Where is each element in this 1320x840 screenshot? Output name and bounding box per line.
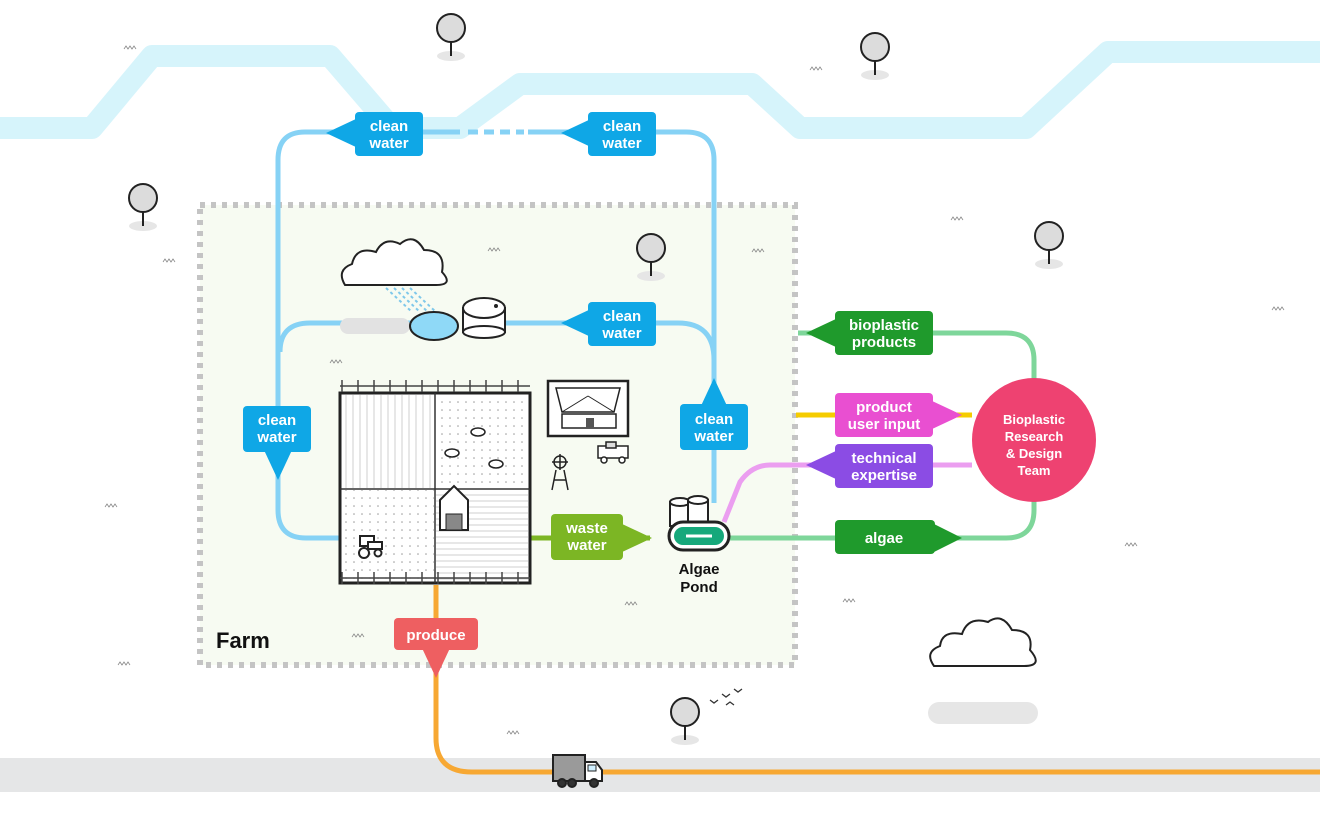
algae-pond-label-line1: Algae [679, 561, 720, 578]
svg-text:products: products [852, 334, 916, 351]
farm-title: Farm [216, 628, 270, 653]
grass-tuft [123, 45, 137, 50]
tree-icon [636, 233, 666, 281]
river [0, 41, 1320, 139]
algae-pond-label-line2: Pond [680, 579, 718, 596]
fence [341, 380, 519, 584]
svg-text:user input: user input [848, 416, 921, 433]
technical-expertise-pipe [721, 462, 972, 523]
svg-text:water: water [601, 325, 641, 342]
svg-text:water: water [601, 135, 641, 152]
grass-tuft [487, 247, 501, 252]
product-user-input-label: product user input [835, 393, 962, 437]
produce-path [433, 585, 1320, 775]
birds-icon [709, 688, 743, 706]
farmhouse-icon [546, 379, 630, 438]
clean-water-pipe-middle [277, 320, 717, 361]
grass-tuft [1124, 542, 1138, 547]
grass-tuft [842, 598, 856, 603]
cloud-icon [340, 238, 448, 286]
clean-water-label-right: clean water [680, 378, 748, 450]
algae-pond-icon [667, 495, 731, 552]
grass-tuft [117, 661, 131, 666]
grass-tuft [162, 258, 176, 263]
grass-tuft [624, 601, 638, 606]
svg-text:Research: Research [1005, 429, 1064, 444]
svg-text:technical: technical [851, 450, 916, 467]
svg-text:& Design: & Design [1006, 446, 1062, 461]
grass-tuft [1271, 306, 1285, 311]
tree-icon [860, 32, 890, 80]
svg-text:bioplastic: bioplastic [849, 317, 919, 334]
water-tank-icon [462, 297, 506, 339]
clean-water-pipe-top-loop [275, 129, 717, 541]
bioplastic-products-label: bioplastic products [806, 311, 933, 355]
trees [128, 13, 1064, 745]
tractor-icon [358, 535, 383, 559]
svg-text:Team: Team [1018, 463, 1051, 478]
technical-expertise-label: technical expertise [806, 444, 933, 488]
clean-water-label-top-left: clean water [326, 112, 423, 156]
svg-text:water: water [566, 537, 606, 554]
grass-tuft [751, 248, 765, 253]
cloud-icon [929, 617, 1037, 667]
grass-tuft [950, 216, 964, 221]
clean-water-label-left: clean water [243, 406, 311, 480]
produce-label: produce [394, 618, 478, 678]
tree-icon [436, 13, 466, 61]
truck-icon [552, 754, 603, 788]
tree-icon [1034, 221, 1064, 269]
svg-text:algae: algae [865, 530, 903, 547]
algae-pipe [730, 498, 1037, 541]
grass-tuft [351, 633, 365, 638]
svg-text:clean: clean [603, 308, 641, 325]
grass-tuft [104, 503, 118, 508]
svg-text:clean: clean [370, 118, 408, 135]
svg-text:waste: waste [565, 520, 608, 537]
road [0, 758, 1320, 792]
clean-water-label-middle: clean water [561, 302, 656, 346]
grass-tuft [329, 359, 343, 364]
svg-text:clean: clean [603, 118, 641, 135]
grass-tufts [104, 45, 1285, 735]
tree-icon [670, 697, 700, 745]
svg-text:produce: produce [406, 627, 465, 644]
pond-shadow [340, 318, 410, 334]
research-team-node: Bioplastic Research & Design Team [972, 378, 1096, 502]
svg-text:water: water [256, 429, 296, 446]
cloud-shadow [928, 702, 1038, 724]
barn-icon [439, 484, 469, 531]
svg-text:water: water [693, 428, 733, 445]
svg-text:clean: clean [695, 411, 733, 428]
windmill-icon [551, 454, 569, 491]
svg-text:water: water [368, 135, 408, 152]
water-pond-icon [409, 311, 459, 341]
bioplastic-products-pipe [798, 330, 1037, 380]
pickup-truck-icon [597, 441, 629, 464]
svg-text:product: product [856, 399, 912, 416]
svg-text:Bioplastic: Bioplastic [1003, 412, 1065, 427]
svg-text:expertise: expertise [851, 467, 917, 484]
svg-text:clean: clean [258, 412, 296, 429]
clean-water-label-top-right: clean water [561, 112, 656, 156]
cow-icon [444, 427, 504, 469]
algae-label: algae [835, 520, 962, 554]
tree-icon [128, 183, 158, 231]
farm-fields [338, 385, 532, 585]
grass-tuft [809, 66, 823, 71]
grass-tuft [506, 730, 520, 735]
waste-water-label: waste water [551, 514, 652, 560]
